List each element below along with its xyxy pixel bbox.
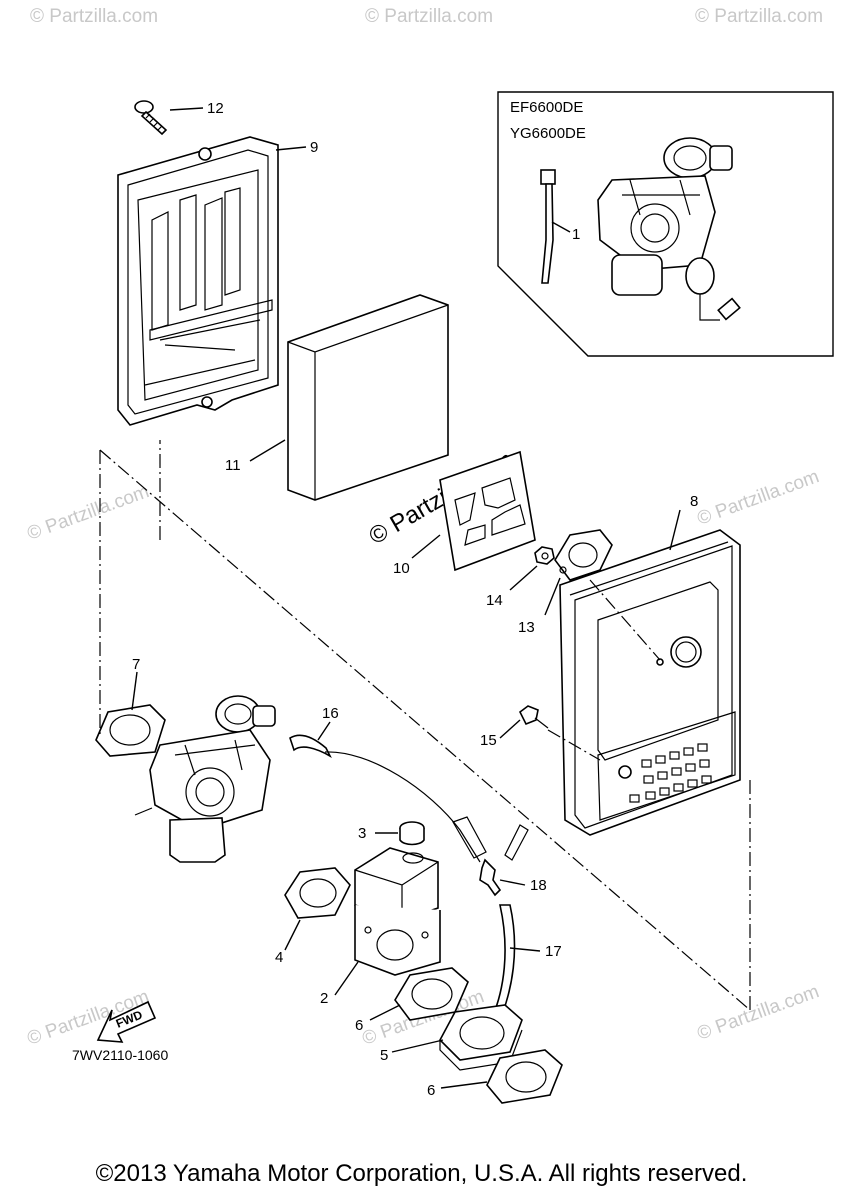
watermark-text: © Partzilla.com [25, 481, 152, 545]
part-11-element [287, 294, 449, 501]
callout-6a: 6 [355, 1017, 363, 1034]
vent-slots [629, 743, 712, 803]
part-2-insulator [354, 847, 441, 976]
callout-18: 18 [530, 877, 547, 894]
watermark-text: © Partzilla.com [30, 6, 158, 27]
part-7-gasket [95, 704, 166, 757]
part-5-spacer [439, 1004, 523, 1071]
part-4-gasket [284, 867, 351, 919]
callout-4: 4 [275, 949, 283, 966]
callouts: 1 2 3 4 5 6 6 7 8 9 10 11 12 13 14 15 16… [132, 100, 698, 1099]
part-15-bolt [518, 705, 549, 729]
leader-lines [131, 107, 681, 1089]
part-6-gasket-upper [394, 967, 469, 1021]
copyright-notice: ©2013 Yamaha Motor Corporation, U.S.A. A… [95, 1160, 748, 1187]
inset-model-1: EF6600DE [510, 99, 583, 116]
inset-model-2: YG6600DE [510, 125, 586, 142]
watermark-text: © Partzilla.com [695, 981, 822, 1045]
part-18-joint [479, 824, 529, 897]
callout-17: 17 [545, 943, 562, 960]
part-12-screw [134, 100, 168, 136]
callout-12: 12 [207, 100, 224, 117]
part-9-air-cleaner-case [117, 136, 279, 426]
part-6-gasket-lower [486, 1049, 563, 1104]
callout-15: 15 [480, 732, 497, 749]
assembly-lines [99, 440, 751, 1011]
callout-6b: 6 [427, 1082, 435, 1099]
parts-diagram: © Partzilla.com © Partzilla.com © Partzi… [25, 6, 834, 1104]
carburetor [134, 695, 276, 863]
part-16-hose [289, 734, 487, 863]
part-14-nut [534, 546, 555, 565]
callout-8: 8 [690, 493, 698, 510]
watermark-text: © Partzilla.com [365, 6, 493, 27]
part-3-cap [399, 821, 425, 846]
callout-13: 13 [518, 619, 535, 636]
callout-9: 9 [310, 139, 318, 156]
callout-3: 3 [358, 825, 366, 842]
callout-10: 10 [393, 560, 410, 577]
watermark-text: © Partzilla.com [695, 6, 823, 27]
part-8-case [559, 529, 741, 836]
part-10-gasket [439, 450, 536, 572]
inset-carburetor [597, 137, 741, 321]
callout-14: 14 [486, 592, 503, 609]
callout-11: 11 [225, 457, 241, 474]
diagram-code: 7WV2110-1060 [72, 1047, 168, 1063]
part-13-gasket [554, 529, 613, 581]
callout-7: 7 [132, 656, 140, 673]
callout-1: 1 [572, 226, 580, 243]
callout-5: 5 [380, 1047, 388, 1064]
inset-box: EF6600DE YG6600DE [497, 91, 834, 357]
callout-2: 2 [320, 990, 328, 1007]
callout-16: 16 [322, 705, 339, 722]
part-1-cable-tie [540, 169, 556, 284]
watermark-text: © Partzilla.com [695, 466, 822, 530]
